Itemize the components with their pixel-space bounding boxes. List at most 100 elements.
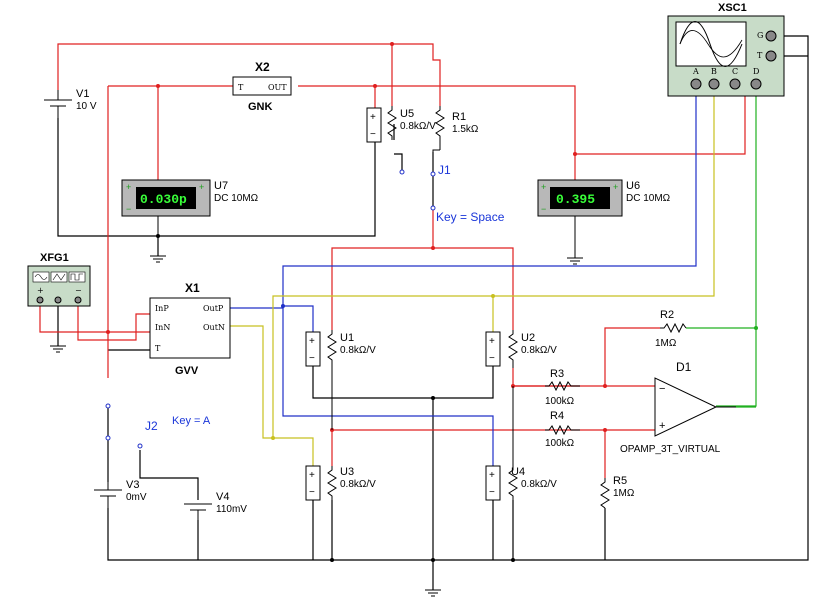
wires-green — [686, 88, 757, 407]
r3-ref: R3 — [550, 368, 564, 380]
j2-key: Key = A — [172, 415, 211, 427]
x2-pin-t: T — [238, 83, 244, 92]
u6-plus-r: + — [613, 182, 618, 192]
x2-ref: X2 — [255, 60, 270, 74]
xsc1-ref: XSC1 — [718, 2, 747, 14]
switch-j1[interactable]: J1 Key = Space — [399, 163, 505, 224]
ground-symbols — [50, 255, 583, 597]
resistor-u3[interactable]: U3 0.8kΩ/V — [327, 466, 376, 500]
v1-ref: V1 — [76, 88, 89, 100]
u7-plus: + — [126, 182, 131, 192]
resistor-u5[interactable]: U5 0.8kΩ/V — [387, 106, 436, 140]
x2-pin-out: OUT — [268, 83, 287, 92]
u6-minus: − — [541, 204, 546, 214]
v3-value: 0mV — [126, 492, 147, 503]
xfg1-minus: − — [75, 286, 82, 295]
x1-pin-outn: OutN — [203, 323, 225, 332]
r1-ref: R1 — [452, 111, 466, 123]
j2-ref: J2 — [145, 419, 158, 433]
xfg1-ref: XFG1 — [40, 252, 69, 264]
r4-value: 100kΩ — [545, 438, 575, 449]
resistor-r1[interactable]: R1 1.5kΩ — [432, 106, 479, 152]
r2-ref: R2 — [660, 309, 674, 321]
wires-yellow — [230, 88, 715, 466]
oscilloscope-xsc1[interactable]: XSC1 G T A B C D — [667, 2, 785, 97]
u5-value: 0.8kΩ/V — [400, 121, 436, 132]
u2-value: 0.8kΩ/V — [521, 345, 557, 356]
svg-text:+: + — [489, 336, 495, 347]
d1-plus: + — [659, 420, 665, 432]
svg-text:−: − — [489, 487, 495, 498]
xsc1-pin-d: D — [753, 67, 759, 76]
x1-pin-outp: OutP — [203, 304, 224, 313]
resistor-u2[interactable]: U2 0.8kΩ/V — [508, 330, 557, 368]
j1-key: Key = Space — [436, 210, 505, 224]
u7-mode: DC 10MΩ — [214, 193, 259, 204]
u1-value: 0.8kΩ/V — [340, 345, 376, 356]
u7-ref: U7 — [214, 180, 228, 192]
resistor-u1[interactable]: U1 0.8kΩ/V — [327, 330, 376, 430]
battery-v1[interactable]: V1 10 V — [44, 88, 97, 118]
u6-mode: DC 10MΩ — [626, 193, 671, 204]
svg-text:−: − — [370, 129, 376, 140]
svg-text:−: − — [309, 487, 315, 498]
u6-plus: + — [541, 182, 546, 192]
resistor-r3[interactable]: R3 100kΩ — [545, 368, 580, 407]
v4-value: 110mV — [216, 504, 247, 515]
u3-value: 0.8kΩ/V — [340, 479, 376, 490]
resistor-r2[interactable]: R2 1MΩ — [655, 309, 687, 349]
u6-ref: U6 — [626, 180, 640, 192]
u5-ref: U5 — [400, 108, 414, 120]
xfg1-plus: + — [37, 286, 44, 295]
u7-reading: 0.030p — [140, 192, 187, 207]
svg-text:−: − — [489, 353, 495, 364]
junction-dots — [106, 42, 758, 562]
svg-text:+: + — [489, 470, 495, 481]
u4-ref: U4 — [511, 466, 525, 478]
u7-plus-r: + — [199, 182, 204, 192]
v1-value: 10 V — [76, 101, 97, 112]
r4-ref: R4 — [550, 410, 564, 422]
r5-ref: R5 — [613, 475, 627, 487]
opamp-d1[interactable]: D1 − + OPAMP_3T_VIRTUAL — [620, 360, 736, 455]
battery-v3[interactable]: V3 0mV — [94, 479, 147, 508]
v4-ref: V4 — [216, 491, 229, 503]
voltmeter-u7[interactable]: 0.030p + − + U7 DC 10MΩ — [121, 179, 259, 217]
x2-name: GNK — [248, 101, 273, 113]
r5-value: 1MΩ — [613, 488, 635, 499]
d1-minus: − — [659, 383, 665, 395]
voltmeter-u6[interactable]: 0.395 + − + U6 DC 10MΩ — [537, 179, 671, 217]
u7-minus: − — [126, 204, 131, 214]
u2-ref: U2 — [521, 332, 535, 344]
sensor-box-x2: + − — [366, 107, 382, 143]
svg-text:+: + — [370, 112, 376, 123]
u3-ref: U3 — [340, 466, 354, 478]
xsc1-pin-c: C — [732, 67, 738, 76]
sensor-box-u2: +− — [485, 331, 501, 367]
svg-text:+: + — [309, 336, 315, 347]
x1-pin-inp: InP — [155, 304, 169, 313]
x1-pin-t: T — [155, 344, 161, 353]
xsc1-pin-b: B — [711, 67, 717, 76]
u6-reading: 0.395 — [556, 192, 595, 207]
xsc1-pin-a: A — [692, 67, 699, 76]
svg-text:−: − — [309, 353, 315, 364]
sensor-box-u3: +− — [305, 465, 321, 501]
r1-value: 1.5kΩ — [452, 124, 479, 135]
function-generator-xfg1[interactable]: XFG1 + − — [27, 252, 91, 307]
x1-ref: X1 — [185, 281, 200, 295]
resistor-r5[interactable]: R5 1MΩ — [600, 475, 635, 509]
resistor-u4[interactable]: U4 0.8kΩ/V — [508, 386, 557, 500]
d1-ref: D1 — [676, 360, 692, 374]
switch-j2[interactable]: J2 Key = A — [105, 403, 211, 449]
d1-model: OPAMP_3T_VIRTUAL — [620, 444, 721, 455]
v3-ref: V3 — [126, 479, 139, 491]
wires-black — [57, 35, 809, 590]
resistor-r4[interactable]: R4 100kΩ — [545, 410, 580, 449]
battery-v4[interactable]: V4 110mV — [184, 491, 247, 520]
component-x2[interactable]: X2 T OUT GNK — [232, 60, 292, 113]
x1-pin-inn: InN — [155, 323, 170, 332]
component-x1[interactable]: X1 InP InN T OutP OutN GVV — [149, 281, 231, 377]
xsc1-pin-g: G — [757, 31, 763, 40]
